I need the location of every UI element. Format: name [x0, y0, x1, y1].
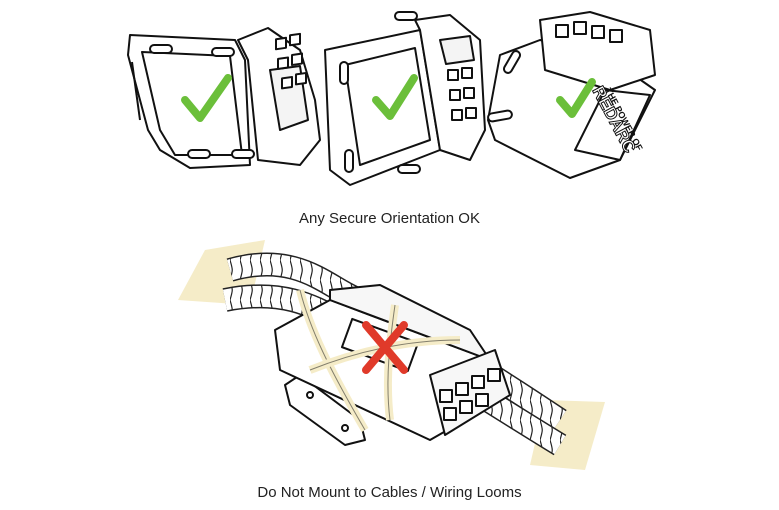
checkmark-icon: [372, 74, 418, 120]
caption-any-orientation: Any Secure Orientation OK: [299, 210, 480, 227]
caption-no-cable-mount: Do Not Mount to Cables / Wiring Looms: [257, 484, 522, 501]
cable-scene: [178, 240, 605, 470]
device-orientation-3: [487, 11, 656, 179]
checkmark-icon: [181, 74, 232, 122]
checkmark-icon: [556, 78, 596, 118]
device-orientation-1: [127, 27, 321, 169]
cross-icon: [362, 321, 408, 374]
